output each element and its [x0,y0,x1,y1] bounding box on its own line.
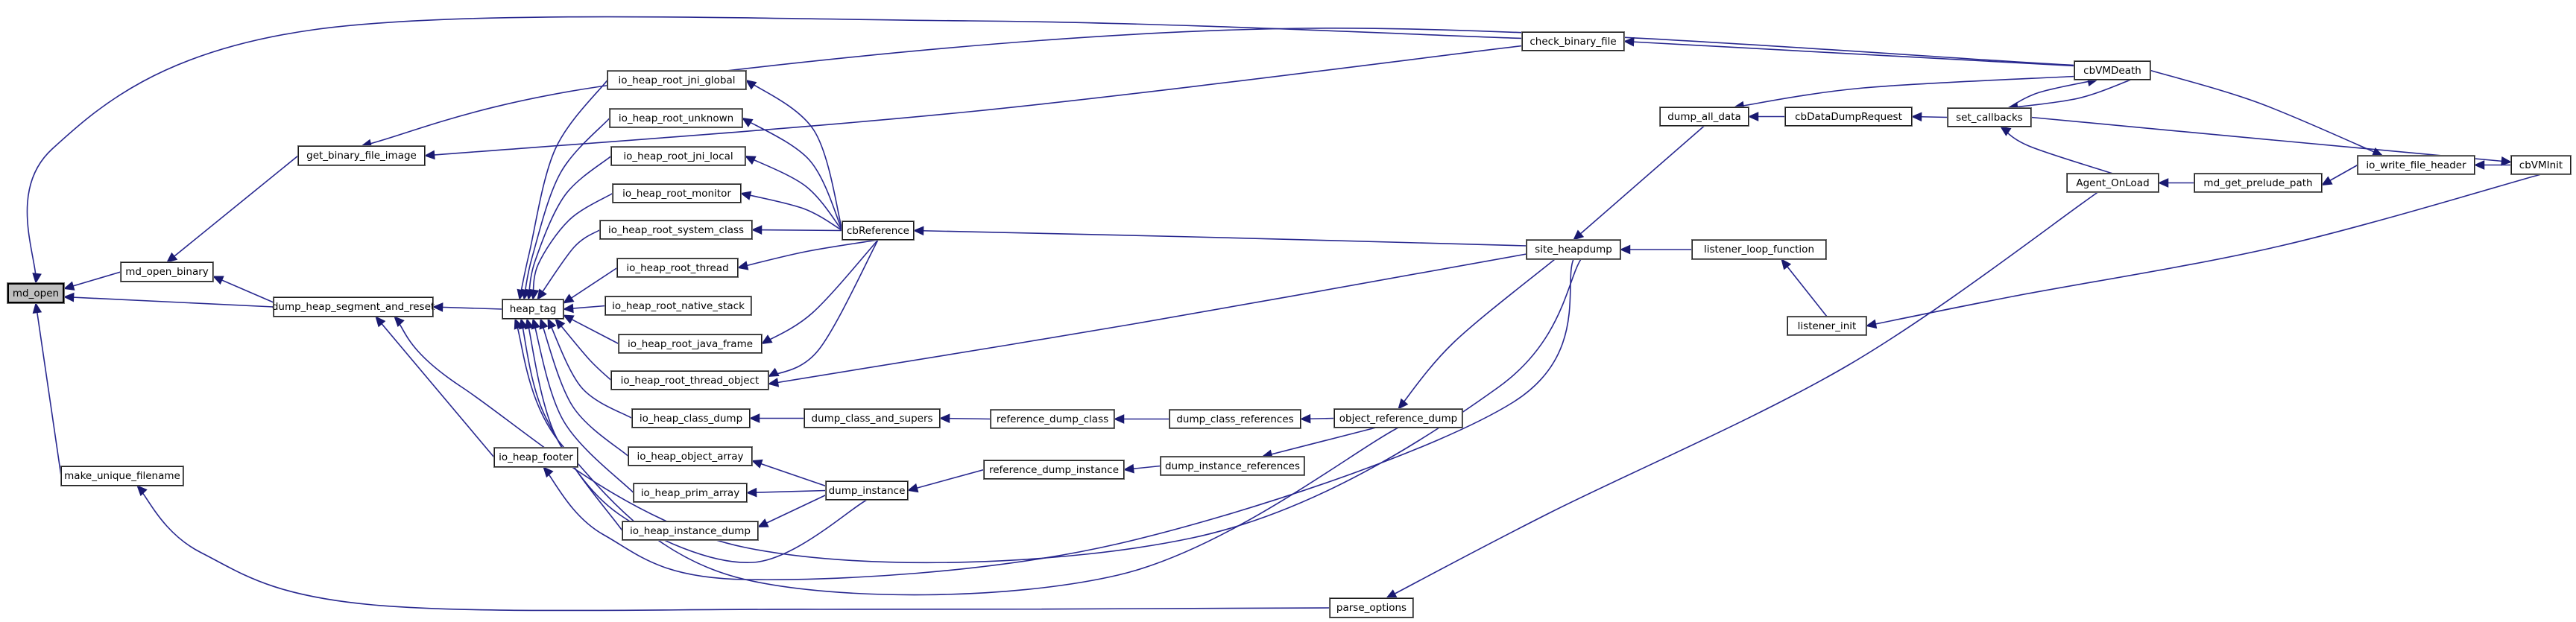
edge-io_heap_root_monitor-to-heap_tag [529,192,613,301]
graph-node-io_heap_root_java_frame[interactable]: io_heap_root_java_frame [618,334,763,354]
graph-node-Agent_OnLoad[interactable]: Agent_OnLoad [2066,173,2159,193]
edge-Agent_OnLoad-to-set_callbacks [2000,126,2113,174]
edge-dump_instance_references-to-reference_dump_instance [1123,463,1161,474]
graph-node-site_heapdump[interactable]: site_heapdump [1526,239,1621,260]
edge-cbVMDeath-to-get_binary_file_image [360,27,2075,149]
graph-node-io_heap_root_jni_global[interactable]: io_heap_root_jni_global [607,70,747,90]
graph-node-io_heap_footer[interactable]: io_heap_footer [493,447,578,468]
graph-node-io_heap_root_system_class[interactable]: io_heap_root_system_class [599,220,753,240]
graph-node-io_heap_root_jni_local[interactable]: io_heap_root_jni_local [610,146,746,166]
edge-cbReference-to-io_heap_root_thread [736,239,879,270]
edge-parse_options-to-make_unique_filename [136,485,1330,612]
graph-node-io_write_file_header[interactable]: io_write_file_header [2357,155,2475,175]
graph-node-get_binary_file_image[interactable]: get_binary_file_image [297,145,426,166]
edge-site_heapdump-to-io_heap_footer [543,258,1574,581]
edge-dump_all_data-to-site_heapdump [1573,125,1705,241]
graph-node-dump_all_data[interactable]: dump_all_data [1659,107,1749,127]
edge-cbReference-to-io_heap_root_thread_object [767,239,879,378]
edge-cbReference-to-io_heap_root_jni_local [744,155,843,232]
graph-node-md_open_binary[interactable]: md_open_binary [120,261,214,282]
edge-io_heap_root_unknown-to-heap_tag [521,117,610,301]
graph-node-io_heap_object_array[interactable]: io_heap_object_array [628,446,753,466]
edge-cbVMDeath-to-check_binary_file [1623,37,2075,67]
edge-site_heapdump-to-io_heap_root_thread_object [767,253,1527,387]
graph-node-io_heap_root_thread[interactable]: io_heap_root_thread [616,258,739,278]
edge-dump_instance-to-io_heap_instance_dump [757,494,827,528]
edge-check_binary_file-to-md_open [26,16,1523,285]
graph-node-cbReference[interactable]: cbReference [842,220,915,241]
edge-cbVMDeath-to-dump_all_data [1733,75,2075,111]
edge-io_heap_root_system_class-to-heap_tag [537,229,601,300]
graph-node-set_callbacks[interactable]: set_callbacks [1947,107,2032,127]
graph-node-md_get_prelude_path[interactable]: md_get_prelude_path [2194,173,2323,193]
edge-dump_instance-to-io_heap_object_array [751,459,827,487]
edge-cbVMDeath-to-set_callbacks [2007,79,2132,112]
graph-node-io_heap_root_thread_object[interactable]: io_heap_root_thread_object [610,370,769,390]
graph-node-dump_instance[interactable]: dump_instance [825,480,909,501]
graph-node-io_heap_root_unknown[interactable]: io_heap_root_unknown [609,108,743,128]
edge-io_heap_root_jni_local-to-heap_tag [525,155,612,301]
graph-node-cbVMInit[interactable]: cbVMInit [2510,155,2572,175]
edge-io_heap_class_dump-to-heap_tag [547,317,633,419]
edge-make_unique_filename-to-md_open [32,302,62,477]
edge-cbReference-to-io_heap_root_java_frame [761,239,879,345]
edge-object_reference_dump-to-heap_tag [514,317,1399,596]
edge-md_open_binary-to-md_open [63,271,121,291]
edge-io_heap_object_array-to-heap_tag [539,317,629,457]
edge-io_write_file_header-to-md_get_prelude_path [2320,164,2358,186]
edge-heap_tag-to-dump_heap_segment_and_reset [432,302,503,312]
graph-node-dump_instance_references[interactable]: dump_instance_references [1160,456,1305,476]
edge-io_heap_root_jni_global-to-heap_tag [517,80,608,301]
edge-io_heap_instance_dump-to-heap_tag [524,317,623,531]
edge-io_heap_footer-to-dump_heap_segment_and_reset [375,316,495,458]
edge-io_heap_root_thread_object-to-heap_tag [555,318,612,381]
graph-node-md_open[interactable]: md_open [7,282,65,304]
edge-site_heapdump-to-cbReference [912,226,1527,247]
graph-node-reference_dump_class[interactable]: reference_dump_class [990,409,1115,429]
graph-node-object_reference_dump[interactable]: object_reference_dump [1333,408,1463,428]
edge-io_heap_prim_array-to-heap_tag [531,317,634,494]
edge-dump_heap_segment_and_reset-to-md_open_binary [212,276,274,303]
edge-set_callbacks-to-cbDataDumpRequest [1910,112,1948,122]
edge-cbReference-to-io_heap_root_monitor [739,191,843,232]
graph-node-io_heap_class_dump[interactable]: io_heap_class_dump [631,408,751,428]
edge-io_heap_root_thread-to-heap_tag [563,267,618,304]
edge-cbVMDeath-to-io_write_file_header [2150,69,2384,156]
edge-cbReference-to-io_heap_root_system_class [751,225,843,235]
edge-object_reference_dump-to-dump_instance_references [1261,427,1377,459]
graph-node-cbDataDumpRequest[interactable]: cbDataDumpRequest [1784,107,1913,127]
edge-Agent_OnLoad-to-parse_options [1385,191,2098,599]
edge-cbReference-to-io_heap_root_unknown [742,117,843,231]
graph-node-listener_init[interactable]: listener_init [1787,316,1867,336]
graph-node-make_unique_filename[interactable]: make_unique_filename [60,466,184,486]
graph-node-io_heap_root_monitor[interactable]: io_heap_root_monitor [612,183,742,203]
graph-node-heap_tag[interactable]: heap_tag [502,299,564,320]
edge-dump_instance-to-heap_tag [519,317,868,563]
edge-dump_heap_segment_and_reset-to-md_open [63,292,274,308]
graph-node-dump_class_references[interactable]: dump_class_references [1169,409,1301,429]
graph-node-reference_dump_instance[interactable]: reference_dump_instance [983,460,1125,480]
graph-node-listener_loop_function[interactable]: listener_loop_function [1691,239,1827,260]
edge-io_heap_root_java_frame-to-heap_tag [562,314,619,345]
edge-check_binary_file-to-get_binary_file_image [423,45,1523,160]
graph-node-dump_heap_segment_and_reset[interactable]: dump_heap_segment_and_reset [272,296,435,317]
edge-listener_init-to-listener_loop_function [1781,258,1828,317]
graph-node-io_heap_prim_array[interactable]: io_heap_prim_array [633,483,748,503]
graph-node-check_binary_file[interactable]: check_binary_file [1521,31,1625,51]
graph-node-dump_class_and_supers[interactable]: dump_class_and_supers [804,408,941,428]
edge-set_callbacks-to-cbVMDeath [2007,77,2099,109]
edge-dump_instance-to-io_heap_prim_array [745,487,827,498]
edge-get_binary_file_image-to-md_open_binary [166,155,299,263]
graph-node-io_heap_instance_dump[interactable]: io_heap_instance_dump [622,521,759,541]
graph-node-io_heap_root_native_stack[interactable]: io_heap_root_native_stack [604,296,752,316]
edge-site_heapdump-to-dump_heap_segment_and_reset [394,258,1582,564]
edge-cbReference-to-io_heap_root_jni_global [745,79,843,231]
edge-reference_dump_instance-to-dump_instance [906,469,985,493]
edge-site_heapdump-to-object_reference_dump [1398,258,1556,410]
graph-node-parse_options[interactable]: parse_options [1329,597,1414,618]
edge-io_heap_root_native_stack-to-heap_tag [562,303,606,314]
edge-cbVMInit-to-listener_init [1865,174,2542,329]
graph-node-cbVMDeath[interactable]: cbVMDeath [2074,60,2151,80]
